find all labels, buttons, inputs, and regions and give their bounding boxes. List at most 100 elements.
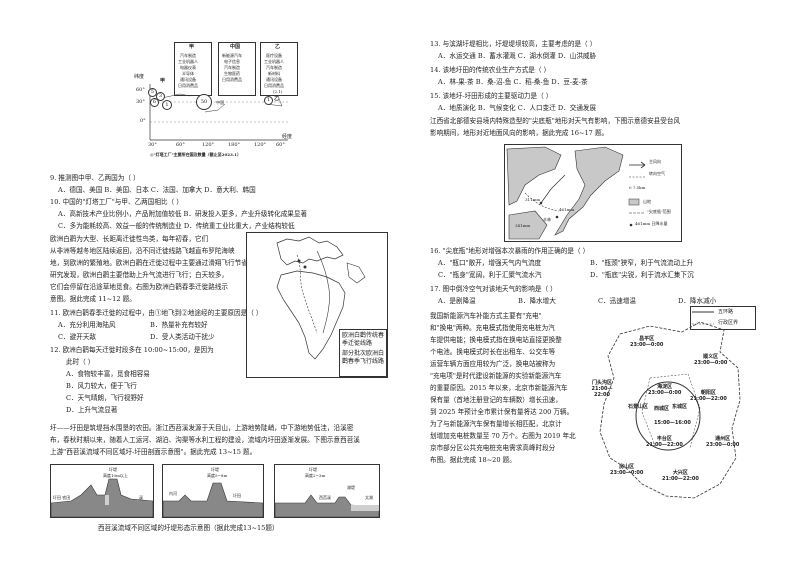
district-name: 通州区 (715, 436, 731, 442)
question-11: 11. 欧洲白鹳春季迁徙的过程中，由①地飞到②地途经的主要原因是（ ） (50, 309, 263, 317)
district-xicheng: 西城区 (654, 406, 669, 412)
ev-passage-line: 的重要原因。2015 年以来，北京市新能源汽车 (430, 384, 568, 392)
question-10: 10. 中国的"灯塔工厂"与甲、乙两国相比（ ） (50, 198, 183, 206)
district-haidian: 海淀区 23:00—0:00 (648, 384, 681, 396)
label-yi: 乙 (274, 96, 280, 102)
question-15-options: A．地质演化 B．气候变化 C．人口变迁 D．交通发展 (438, 104, 597, 112)
panel-line: 生物医药 (224, 71, 240, 76)
question-17-option-a: A．是剧降温 (438, 297, 476, 305)
bird-passage-line: 欧洲白鹳为大型、长距离迁徙性鸟类，每年初春，它们 (50, 235, 209, 243)
bubble: 1 (264, 96, 273, 105)
profile-right: 圩田 (233, 493, 241, 498)
panel-head: 甲 (189, 44, 195, 50)
beijing-outline (599, 311, 741, 499)
ev-passage-line: 为了与新能源汽车保有量增长相匹配，北京计 (430, 420, 562, 428)
panel-head: 中国 (230, 44, 241, 50)
y-tick: 0° (140, 118, 146, 124)
x-axis-title: 经度 (282, 134, 293, 140)
district-name: 房山区 (619, 464, 635, 470)
panel-jia: 甲 汽车制造 工业机器人 电器仪表 半导体 通讯设备 日用消费品 (174, 42, 212, 96)
legend-bowl-range: "尖底瓶"范围 (647, 209, 671, 214)
question-11-option-b: B．热量补充有较好 (150, 321, 208, 329)
district-time: 23:00—0:00 (648, 390, 682, 396)
panel-line: 通讯设备 (266, 77, 282, 82)
legend-turn-air: 转向空气 (649, 171, 665, 176)
ev-passage-line: 布图。据此完成 18~20 题。 (430, 456, 516, 464)
profile-name: 圩堤 (211, 467, 219, 472)
question-10-a: A．高新技术产业比例小，产品附加值较低 B．研发投入更多，产业升级转化成果显著 (58, 210, 308, 218)
question-17: 17. 图中倒冷空气对该地天气的影响是（ ） (430, 285, 557, 293)
profile-left: 圩田 农田 (53, 495, 71, 500)
district-name: 顺义区 (703, 354, 719, 360)
legend-traditional-route: 欧洲白鹳传统春季迁徙线路 (342, 332, 385, 347)
profile-name: 圩堤 (309, 467, 317, 472)
beijing-legend (690, 306, 756, 330)
question-15: 15. 该地圩-圩田形成的主要驱动力是（ ） (430, 92, 553, 100)
district-name: 东城区 (672, 404, 688, 410)
district-time: 23:00—0:00 (706, 442, 740, 448)
question-17-option-b: B．降水增大 (518, 297, 556, 305)
chart-caption: ◎"灯塔工厂"主要所在国及数量（截止至2023.1） (150, 152, 241, 157)
panel-line: 工业机器人 (264, 59, 284, 64)
bowl-passage-line: 江西省北部德安县境内特殊造型的"尖底瓶"地形对天气有影响，下图示意德安县受台风 (430, 117, 681, 125)
panel-line: 日用消费品 (222, 77, 242, 82)
bubble: 1 (162, 100, 172, 110)
panel-line: 工业机器人 (178, 59, 198, 64)
question-14: 14. 该地圩田的传统农业生产方式是（ ） (430, 66, 551, 74)
question-16-option-c: C．"瓶身"宽阔，利于汇聚气流水汽 (438, 271, 542, 279)
profile-sub: 高度5~8m (207, 473, 228, 478)
ev-passage-line: "充电项"是时代建设新能源的实验新能源汽车 (430, 372, 562, 380)
district-shijingshan: 石景山区 (628, 404, 648, 410)
ev-passage-line: 京市部分区公共充电桩充电需求高峰时段分 (430, 444, 556, 452)
polder-passage-line: 圩——圩田是筑堤挡水围垦的农田。浙江西苕溪发源于天目山，上游地势陡峭，中下游地势… (50, 424, 354, 432)
legend-admin-boundary: 行政区界 (718, 320, 739, 326)
bird-passage-line: 研究发现，欧洲白鹳主要借助上升气流进行飞行；白天较多， (50, 271, 229, 279)
district-name: 丰台区 (656, 436, 672, 442)
bowl-label: 461mm (559, 207, 575, 212)
district-name: 朝阳区 (700, 390, 716, 396)
label-jia: 甲 (160, 78, 166, 84)
district-time: 21:00—22:00 (591, 386, 613, 398)
legend-mountain: 山地 (643, 199, 651, 204)
question-14-options: A．林-果-茶 B．桑-沼-鱼 C．稻-桑-鱼 D．豆-麦-茶 (438, 78, 588, 86)
district-time: 23:00—0:00 (630, 342, 664, 348)
profile-left: 西苕溪 (319, 495, 331, 500)
ev-passage-line: 个电池。换电模式时长在出租车、公交车等 (430, 348, 556, 356)
bird-migration-map: 欧洲白鹳传统春季迁徙线路 部分批次欧洲白鹳春季飞行线路 (246, 232, 388, 378)
district-mentougou: 门头沟区 21:00—22:00 (588, 380, 616, 398)
question-9-options: A．德国、美国 B．美国、日本 C．法国、加拿大 D．意大利、韩国 (58, 186, 256, 194)
question-17-option-d: D．降水减小 (678, 297, 717, 305)
lamp-factory-chart: 甲 汽车制造 工业机器人 电器仪表 半导体 通讯设备 日用消费品 中国 新能源汽… (130, 38, 298, 160)
panel-line: 汽车制造 (180, 53, 196, 58)
question-12-option-a: A．食物较丰富，觅食相容易 (66, 370, 150, 378)
ev-passage-line: 划增加充电桩数量至 70 万个。右图为 2019 年北 (430, 432, 576, 440)
panel-line: 半导体 (182, 71, 194, 76)
profile-left: 内河 (169, 491, 177, 496)
bird-passage-line: 它们会停留在沿途草地觅食。右图为欧洲白鹳春季迁徙路线示 (50, 283, 229, 291)
question-16-option-d: D．"瓶底"尖锐，利于流水汇集下沉 (590, 271, 694, 279)
profile-midstream: 圩堤 高度5~8m 内河 圩田 (162, 464, 264, 518)
profile-right: 太湖 (365, 495, 373, 500)
ev-passage-line: 我国新能源汽车补能方式主要有"充电" (430, 312, 542, 320)
question-12-option-d: D．上升气流显著 (66, 406, 118, 414)
question-9: 9. 推测图中甲、乙两国为（ ） (50, 174, 140, 182)
district-name: 门头沟区 (591, 380, 612, 386)
district-daxing: 大兴区 21:00—22:00 (662, 470, 699, 482)
legend-rainfall: 461mm 日降水量 (635, 221, 668, 226)
bird-passage-line: 地，到欧洲的繁殖地。欧洲白鹳在迁徙过程中主要通过滑翔飞行节省体力， (50, 259, 268, 267)
profile-name: 圩堤 (109, 467, 117, 472)
panel-line: 日用消费品 (264, 83, 284, 88)
profile-midstream-shape (163, 482, 263, 517)
panel-line: 电器仪表 (180, 65, 196, 70)
question-12: 12. 欧洲白鹳每天迁徙时段多在 10:00~15:00，是因为 (50, 346, 214, 354)
x-tick: 30° (148, 142, 157, 148)
legend-ring-road: 五环路 (718, 309, 734, 315)
district-time: 21:00—22:00 (662, 476, 699, 482)
district-chaoyang: 朝阳区 21:00—22:00 (690, 390, 727, 402)
bird-passage-line: 从非洲等越冬地区陆续返回，沿不同迁徙线路飞越直布罗陀海峡 (50, 247, 235, 255)
profile-caption: 西苕溪流域不同区域的圩堤形态示意图（据此完成13~15题） (98, 524, 279, 532)
panel-line: 汽车制造 (266, 65, 282, 70)
district-name: 西城区 (654, 406, 670, 412)
district-dongcheng: 东城区 (672, 404, 687, 410)
district-tongzhou: 通州区 23:00—0:00 (706, 436, 739, 448)
